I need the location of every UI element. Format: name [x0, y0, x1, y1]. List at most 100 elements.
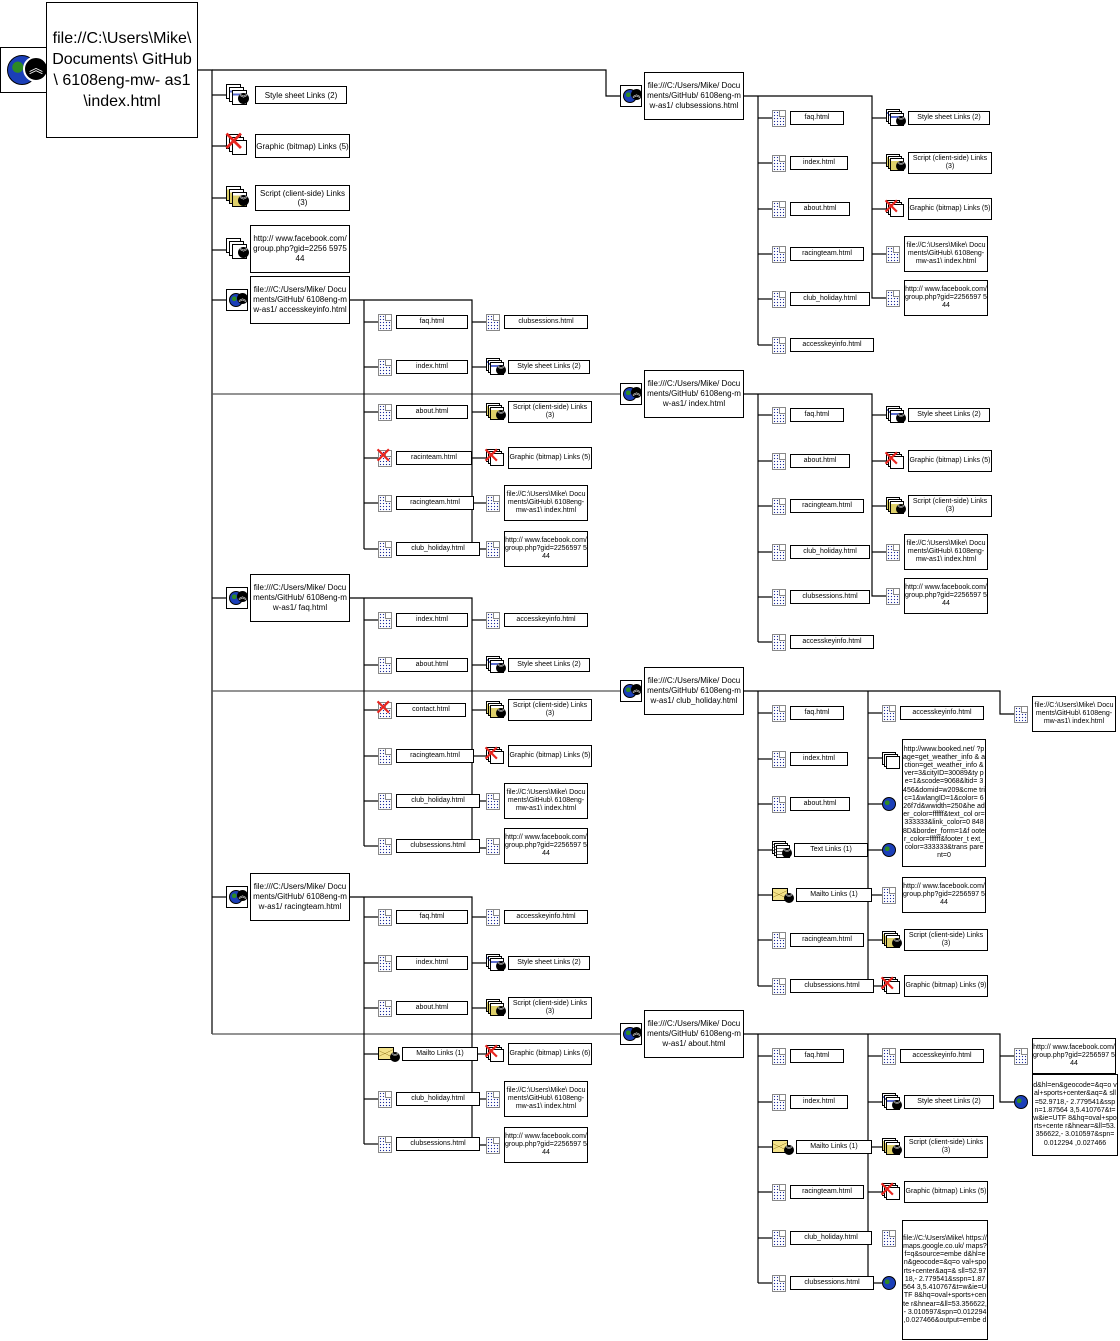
- page-icon: [378, 1136, 392, 1153]
- down-arrow-icon: ︾: [784, 893, 794, 903]
- link-label: index.html: [790, 752, 848, 766]
- link-label: index.html: [790, 156, 848, 170]
- page-icon: [886, 544, 900, 561]
- link-label: racingteam.html: [790, 933, 864, 947]
- up-arrow-icon: ︽: [23, 56, 46, 82]
- link-label: faq.html: [790, 408, 844, 422]
- page-icon: [772, 201, 786, 218]
- page-icon: [772, 1230, 786, 1247]
- link-label: clubsessions.html: [396, 839, 480, 853]
- broken-link-icon: ✕: [482, 444, 501, 469]
- link-label: accesskeyinfo.html: [790, 635, 874, 649]
- page-icon: [378, 612, 392, 629]
- link-label: Mailto Links (1): [402, 1047, 478, 1061]
- link-label: file://C:\Users\Mike\ Documents\GitHub\ …: [504, 1081, 588, 1117]
- link-label: contact.html: [396, 703, 466, 717]
- link-label: accesskeyinfo.html: [504, 910, 588, 924]
- link-label: http:// www.facebook.com/ group.php?gid=…: [1032, 1038, 1116, 1074]
- link-label: faq.html: [790, 111, 844, 125]
- page-icon-frame: ︽: [620, 1023, 642, 1045]
- link-label: index.html: [396, 613, 468, 627]
- page-icon: [378, 657, 392, 674]
- page-icon: [378, 495, 392, 512]
- page-icon: [378, 702, 392, 719]
- link-label: file://C:\Users\Mike\ Documents\GitHub\ …: [504, 783, 588, 819]
- link-label: about.html: [396, 405, 468, 419]
- down-arrow-icon: ︾: [896, 413, 906, 423]
- link-label: Graphic (bitmap) Links (6): [508, 1043, 592, 1065]
- link-label: racingteam.html: [396, 496, 474, 510]
- page-icon: [772, 110, 786, 127]
- page-icon: [882, 887, 896, 904]
- up-arrow-icon: ︽: [237, 890, 247, 901]
- page-icon: [886, 290, 900, 307]
- broken-link-icon: ✕: [374, 696, 393, 721]
- page-icon: [882, 705, 896, 722]
- page-icon: [378, 748, 392, 765]
- link-label: accesskeyinfo.html: [900, 1049, 984, 1063]
- link-label: http:// www.facebook.com/ group.php?gid=…: [504, 1127, 588, 1163]
- link-label: club_holiday.html: [790, 545, 870, 559]
- maps-url-label: file://C:\Users\Mike\ https:// maps.goog…: [902, 1220, 988, 1340]
- page-icon: [378, 1000, 392, 1017]
- globe-icon: [1014, 1095, 1028, 1109]
- link-label: Style sheet Links (2): [508, 956, 590, 970]
- link-label: index.html: [396, 360, 468, 374]
- up-arrow-icon: ︽: [631, 89, 641, 100]
- page-icon: [772, 796, 786, 813]
- broken-link-icon: ✕: [482, 1040, 501, 1065]
- link-label: accesskeyinfo.html: [900, 706, 984, 720]
- link-label: index.html: [790, 1095, 848, 1109]
- link-label: accesskeyinfo.html: [790, 338, 874, 352]
- page-icon: [486, 612, 500, 629]
- link-label: racingteam.html: [396, 749, 474, 763]
- page-icon-frame: ︽: [226, 587, 248, 609]
- page-icon: [886, 588, 900, 605]
- link-label: index.html: [396, 956, 468, 970]
- link-label: clubsessions.html: [396, 1137, 480, 1151]
- link-label: clubsessions.html: [790, 979, 874, 993]
- link-label: Style sheet Links (2): [508, 658, 590, 672]
- page-icon: [772, 155, 786, 172]
- link-label: clubsessions.html: [504, 315, 588, 329]
- link-label: Style sheet Links (2): [508, 360, 590, 374]
- down-arrow-icon: ︾: [496, 708, 506, 718]
- link-label: file://C:\Users\Mike\ Documents\GitHub\ …: [504, 485, 588, 521]
- page-icon: [378, 404, 392, 421]
- page-icon: [772, 498, 786, 515]
- page-icon: [378, 314, 392, 331]
- link-label: club_holiday.html: [396, 794, 480, 808]
- link-label: club_holiday.html: [396, 542, 480, 556]
- page-icon: [486, 1091, 500, 1108]
- page-icon: [882, 1048, 896, 1065]
- link-label: Script (client-side) Links (3): [908, 495, 992, 517]
- link-label: Script (client-side) Links (3): [904, 1136, 988, 1158]
- page-icon: [486, 793, 500, 810]
- down-arrow-icon: ︾: [496, 1006, 506, 1016]
- globe-icon: [882, 843, 896, 857]
- page-icon: [378, 909, 392, 926]
- up-arrow-icon: ︽: [631, 387, 641, 398]
- page-url-label: file:///C:/Users/Mike/ Documents/GitHub/…: [644, 1010, 744, 1058]
- broken-link-icon: ✕: [882, 195, 901, 220]
- down-arrow-icon: ︾: [496, 365, 506, 375]
- link-label: Script (client-side) Links (3): [508, 401, 592, 423]
- globe-icon: [882, 797, 896, 811]
- page-icon: [772, 705, 786, 722]
- facebook-label: http:// www.facebook.com/ group.php?gid=…: [902, 877, 986, 913]
- down-arrow-icon: ︾: [496, 961, 506, 971]
- link-label: about.html: [396, 1001, 468, 1015]
- link-label: file://C:\Users\Mike\ Documents\GitHub\ …: [904, 236, 988, 272]
- broken-link-icon: ✕: [882, 447, 901, 472]
- graphic-label: Graphic (bitmap) Links (5): [255, 134, 350, 158]
- page-icon-frame: ︽: [620, 85, 642, 107]
- page-url-label: file:///C:/Users/Mike/ Documents/GitHub/…: [250, 574, 350, 622]
- page-url-label: file:///C:/Users/Mike/ Documents/GitHub/…: [250, 276, 350, 324]
- broken-link-icon: ✕: [878, 1178, 897, 1203]
- up-arrow-icon: ︽: [631, 684, 641, 695]
- link-label: about.html: [790, 202, 850, 216]
- broken-link-icon: ✕: [374, 444, 393, 469]
- page-icon: [486, 541, 500, 558]
- link-label: Graphic (bitmap) Links (5): [908, 198, 992, 220]
